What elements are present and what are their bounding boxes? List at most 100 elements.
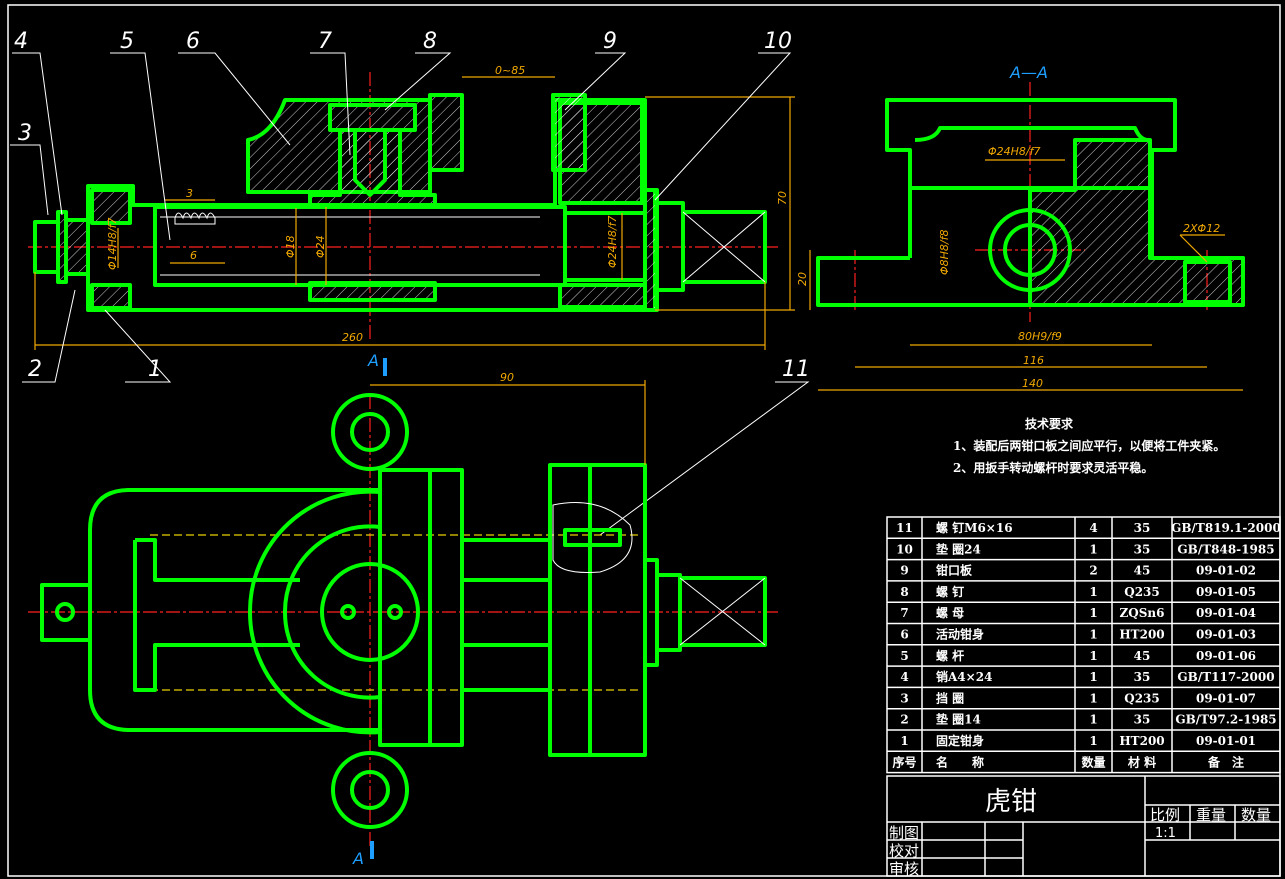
bom-cell: 1 bbox=[900, 734, 908, 748]
jaw-plate-right bbox=[551, 93, 587, 172]
square-drive-end bbox=[681, 210, 767, 284]
jaw-plate-left bbox=[428, 93, 464, 172]
bom-header-cell: 材 料 bbox=[1127, 754, 1156, 769]
dim-d18: Φ18 bbox=[284, 235, 297, 258]
bom-header-cell: 序号 bbox=[892, 754, 916, 769]
dim-total-length: 260 bbox=[342, 331, 363, 344]
bom-header-cell: 备 注 bbox=[1207, 754, 1244, 769]
section-mark-bar-top bbox=[383, 358, 387, 376]
balloon-5: 5 bbox=[120, 29, 134, 54]
drawing-frame bbox=[7, 4, 1281, 877]
bom-cell: 螺 杆 bbox=[936, 648, 964, 663]
bom-cell: ZQSn6 bbox=[1120, 606, 1165, 620]
bom-cell: 螺 母 bbox=[936, 605, 964, 620]
dim-base-height: 20 bbox=[796, 272, 809, 286]
bom-cell: 1 bbox=[1089, 670, 1097, 684]
screw-8 bbox=[353, 130, 387, 197]
balloon-1: 1 bbox=[148, 357, 162, 382]
bom-cell: 螺 钉 bbox=[936, 584, 964, 599]
dim-d24-fit: Φ24H8/f7 bbox=[606, 215, 619, 268]
bom-cell: HT200 bbox=[1119, 734, 1164, 748]
dim-hole-spacing: 116 bbox=[1023, 354, 1044, 367]
bom-cell: 5 bbox=[900, 649, 908, 663]
section-mark-bar-bottom bbox=[370, 841, 374, 859]
bom-cell: 4 bbox=[900, 670, 908, 684]
balloon-3: 3 bbox=[18, 121, 32, 146]
bom-cell: 8 bbox=[900, 585, 908, 599]
drawing-title: 虎钳 bbox=[985, 787, 1037, 817]
section-mark-bottom: A bbox=[352, 849, 364, 868]
bom-header-cell: 数量 bbox=[1081, 754, 1105, 769]
side-outline bbox=[816, 98, 1245, 307]
dim-width-fit: 80H9/f9 bbox=[1018, 330, 1062, 343]
bom-cell: 45 bbox=[1134, 564, 1151, 578]
screw-end-top bbox=[40, 583, 92, 642]
bom-cell: 螺 钉M6×16 bbox=[936, 520, 1013, 535]
jaw-plate-top-left bbox=[428, 468, 464, 747]
bom-cell: GB/T819.1-2000 bbox=[1171, 521, 1281, 535]
balloon-4: 4 bbox=[14, 29, 28, 54]
balloon-10: 10 bbox=[764, 29, 792, 54]
top-view: 90 A A bbox=[28, 351, 780, 868]
dim-thread: 6 bbox=[190, 249, 197, 262]
local-section bbox=[552, 502, 633, 573]
bom-cell: 9 bbox=[900, 564, 908, 578]
bom-cell: 11 bbox=[896, 521, 913, 535]
square-drive-top bbox=[678, 576, 767, 647]
bom-cell: Q235 bbox=[1124, 691, 1160, 705]
dim-d24: Φ24 bbox=[314, 235, 327, 258]
bom-cell: 垫 圈24 bbox=[936, 541, 981, 556]
quantity-label: 数量 bbox=[1241, 806, 1271, 824]
bom-cell: 35 bbox=[1134, 521, 1151, 535]
bom-cell: 1 bbox=[1089, 649, 1097, 663]
bom-cell: 1 bbox=[1089, 585, 1097, 599]
bom-cell: 09-01-03 bbox=[1196, 628, 1256, 642]
technical-requirements: 技术要求 1、装配后两钳口板之间应平行，以便将工件夹紧。 2、用扳手转动螺杆时要… bbox=[953, 416, 1225, 475]
bom-cell: GB/T848-1985 bbox=[1177, 542, 1274, 556]
jaw-arc bbox=[247, 489, 381, 735]
dim-pitch: 3 bbox=[186, 187, 193, 200]
bom-cell: 35 bbox=[1134, 542, 1151, 556]
bom-cell: 1 bbox=[1089, 713, 1097, 727]
bom-header-cell: 名 称 bbox=[936, 754, 984, 769]
moving-jaw-top bbox=[378, 468, 432, 747]
mount-ear-top bbox=[331, 393, 409, 471]
bom-cell: 6 bbox=[900, 628, 908, 642]
bom-cell: 35 bbox=[1134, 670, 1151, 684]
bom-cell: 1 bbox=[1089, 606, 1097, 620]
bom-cell: 4 bbox=[1089, 521, 1097, 535]
bom-cell: 1 bbox=[1089, 628, 1097, 642]
bom-cell: 活动钳身 bbox=[936, 627, 984, 642]
checked-label: 校对 bbox=[889, 842, 919, 860]
bom-cell: 45 bbox=[1134, 649, 1151, 663]
drawn-label: 制图 bbox=[889, 824, 919, 842]
bom-cell: 09-01-02 bbox=[1196, 564, 1256, 578]
bom-cell: 2 bbox=[1089, 564, 1097, 578]
mount-ear-bottom bbox=[331, 751, 409, 829]
screw-section-inner bbox=[1003, 223, 1057, 277]
bom-cell: 1 bbox=[1089, 542, 1097, 556]
bom-cell: GB/T97.2-1985 bbox=[1175, 713, 1276, 727]
bom-cell: 钳口板 bbox=[936, 563, 973, 578]
balloon-11: 11 bbox=[782, 357, 810, 382]
scale-value: 1:1 bbox=[1155, 826, 1176, 841]
bom-cell: 09-01-06 bbox=[1196, 649, 1256, 663]
dim-jaw-opening: 0~85 bbox=[495, 64, 525, 77]
tech-title: 技术要求 bbox=[1025, 416, 1074, 431]
bom-cell: 7 bbox=[900, 606, 908, 620]
scale-label: 比例 bbox=[1150, 806, 1180, 824]
balloon-9: 9 bbox=[603, 29, 617, 54]
weight-label: 重量 bbox=[1196, 806, 1226, 824]
dim-base-width: 140 bbox=[1022, 377, 1043, 390]
title-block: 虎钳 比例 重量 数量 1:1 制图 校对 审核 bbox=[886, 775, 1281, 878]
bom-cell: 垫 圈14 bbox=[936, 712, 981, 727]
balloon-8: 8 bbox=[423, 29, 437, 54]
bom-cell: 1 bbox=[1089, 734, 1097, 748]
screw-boss bbox=[320, 562, 420, 662]
balloon-2: 2 bbox=[28, 357, 42, 382]
dim-90: 90 bbox=[500, 371, 514, 384]
bom-cell: Q235 bbox=[1124, 585, 1160, 599]
dim-side-d24: Φ24H8/f7 bbox=[988, 145, 1041, 158]
